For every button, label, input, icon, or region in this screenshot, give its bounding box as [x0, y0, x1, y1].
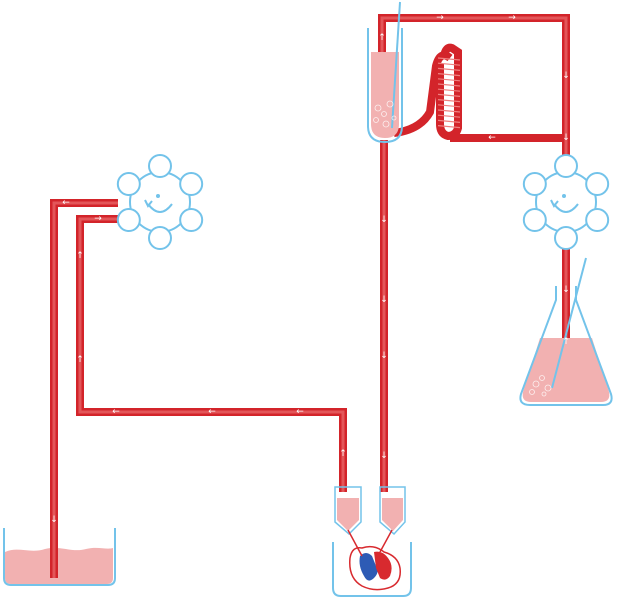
erlenmeyer-flask — [519, 257, 613, 406]
pump-roller — [148, 226, 172, 250]
direction-arrow-icon: ↓ — [562, 133, 570, 143]
coil-winding — [437, 62, 461, 66]
flask-fluid — [522, 338, 610, 402]
heart-arrow-out — [379, 529, 393, 553]
bubble — [373, 117, 379, 123]
heart-icon — [347, 529, 401, 591]
coil-outer-body — [436, 43, 462, 141]
rotation-arrow-icon — [553, 203, 579, 213]
coil-winding — [437, 119, 461, 123]
direction-arrow-icon: ↓ — [380, 295, 388, 305]
cannula-left-fluid — [337, 498, 359, 531]
pump-roller — [585, 208, 610, 232]
bubble — [382, 120, 390, 128]
gas-inlet-line — [391, 1, 401, 129]
pump-roller — [522, 208, 547, 232]
direction-arrow-icon: ↑ — [76, 251, 84, 261]
tube-chamber-to-pump — [76, 215, 347, 492]
pump-roller — [148, 154, 172, 178]
organ-bath — [332, 486, 412, 597]
bubble — [539, 375, 545, 381]
bubble — [381, 111, 387, 117]
coil-winding — [437, 73, 461, 77]
tube-highlight — [78, 217, 345, 492]
reservoir-fluid — [5, 547, 113, 584]
coil-winding — [437, 83, 461, 87]
bubble — [532, 380, 540, 388]
flask-glass — [519, 286, 613, 406]
cannula-right-fluid — [382, 498, 403, 531]
rotation-arrow-icon — [147, 203, 173, 213]
reservoir-beaker — [3, 528, 116, 586]
direction-arrow-icon: ↓ — [50, 515, 58, 525]
tubing-network — [50, 14, 570, 578]
direction-arrow-icon: ↑ — [339, 449, 347, 459]
direction-arrow-icon: ← — [296, 407, 304, 417]
pump-axle — [156, 194, 160, 198]
peristaltic-pump-left — [116, 154, 204, 250]
coil-winding — [437, 78, 461, 82]
direction-arrow-icon: → — [94, 214, 102, 224]
pump-roller — [179, 172, 204, 196]
peristaltic-pump-right — [522, 154, 610, 250]
cannula-left — [334, 486, 362, 536]
pump-roller — [554, 154, 578, 178]
direction-arrow-icon: ↑ — [562, 337, 570, 347]
tube-highlight — [52, 201, 118, 578]
coil-winding — [437, 114, 461, 118]
direction-arrow-icon: ↓ — [380, 351, 388, 361]
oxygen-bubbles — [373, 100, 397, 128]
bubble — [544, 384, 552, 392]
flask-gas-inlet — [551, 257, 587, 389]
direction-arrow-icon: ↓ — [562, 71, 570, 81]
direction-arrow-icon: ← — [112, 407, 120, 417]
bubble — [386, 100, 394, 108]
coil-winding — [437, 104, 461, 108]
rotation-arrowhead-icon — [144, 199, 153, 208]
coil-winding — [437, 57, 461, 61]
tube-pump-to-reservoir — [50, 199, 118, 578]
bubble — [374, 104, 382, 112]
heart-outline — [349, 545, 401, 591]
coil-winding — [437, 67, 461, 71]
pump-roller — [179, 208, 204, 232]
direction-arrow-icon: ↓ — [380, 451, 388, 461]
oxygenator — [367, 1, 403, 144]
direction-arrow-icon: ↓ — [562, 285, 570, 295]
rotation-arrowhead-icon — [550, 199, 559, 208]
direction-arrow-icon: ← — [62, 198, 70, 208]
pump-roller — [585, 172, 610, 196]
direction-arrow-icon: → — [508, 13, 516, 23]
bubble — [391, 115, 397, 121]
heart-red-vessels — [374, 551, 392, 580]
direction-arrow-icon: ← — [208, 407, 216, 417]
pump-roller — [554, 226, 578, 250]
coil-winding — [437, 88, 461, 92]
coil-winding — [437, 93, 461, 97]
heart-blue-vessels — [359, 553, 378, 581]
heat-exchanger-coil — [436, 43, 462, 141]
pump-roller — [522, 172, 547, 196]
oxygenator-glass — [367, 28, 403, 144]
pump-axle — [562, 194, 566, 198]
organ-bath-glass — [332, 542, 412, 597]
coil-winding — [437, 109, 461, 113]
flask-bubbles — [529, 375, 552, 397]
bubble — [541, 391, 547, 397]
pump-roller — [116, 208, 141, 232]
direction-arrow-icon: ← — [488, 133, 496, 143]
coil-winding — [437, 99, 461, 103]
heart-arrow-in — [347, 529, 363, 557]
pump-roller — [116, 172, 141, 196]
cannula-right — [379, 486, 406, 536]
bubble — [529, 389, 535, 395]
direction-arrow-icon: → — [436, 13, 444, 23]
direction-arrow-icon: ↑ — [378, 33, 386, 43]
direction-arrow-icon: ↑ — [76, 355, 84, 365]
direction-arrow-icon: ↓ — [380, 215, 388, 225]
flow-direction-arrows: ← → ↓ ↑ ↑ ← ← ← ↑ ↑ → → ↓ ↓ ← ↓ ↓ ↓ ↓ ↓ ↑ — [50, 13, 570, 525]
coil-winding — [437, 125, 461, 129]
reservoir-glass — [3, 528, 116, 586]
